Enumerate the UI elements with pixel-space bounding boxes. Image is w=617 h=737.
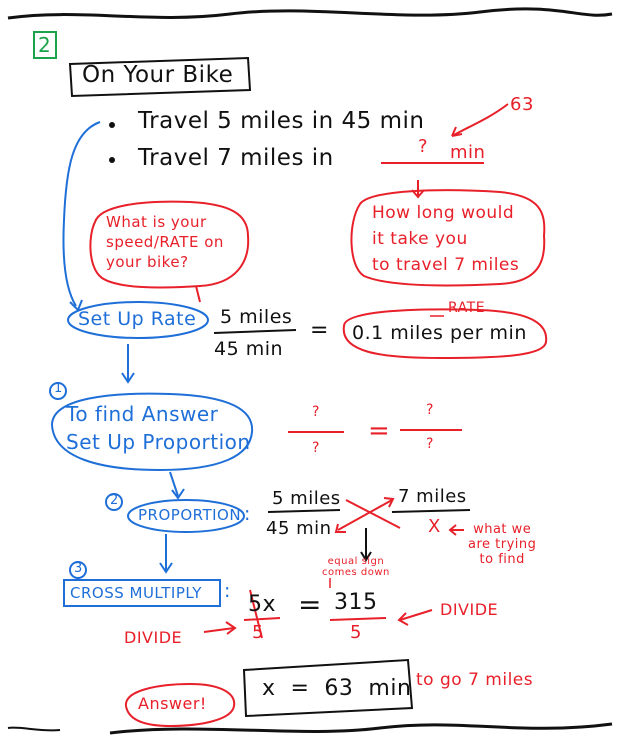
cross-right-num: 315 [334,590,378,615]
howlong-line: to travel 7 miles [372,255,520,275]
blank-question: ? [418,136,429,157]
prop-note: what we are trying to find [468,522,536,567]
step1-line: To find Answer [66,402,219,426]
step2-label: PROPORTION [138,506,242,524]
howlong-bubble: How long would it take you to travel 7 m… [372,200,519,278]
template-a: ? [312,404,320,420]
equal-note-line: equal sign [327,556,385,567]
template-c: ? [426,402,434,418]
prop-num-left: 5 miles [272,488,341,509]
rate-numerator: 5 miles [220,306,293,328]
howlong-bubble-shape [350,189,546,287]
cross-right-den: 5 [350,622,362,643]
cross-left-den: 5 [252,622,264,643]
answer-box [242,658,414,718]
prop-den-right: X [428,516,441,537]
step1-line: Set Up Proportion [66,430,251,454]
setuprate-oval [67,301,209,339]
prop-note-line: what we [473,522,532,537]
page-title: On Your Bike [82,62,234,88]
bullet-1: Travel 5 miles in 45 min [138,108,425,134]
question-line: What is your [106,213,207,231]
step1-number: 1 [54,381,63,396]
template-b: ? [312,440,320,456]
rate-equals: = [310,318,329,343]
question-bubble-shape [89,200,250,289]
rate-result: 0.1 miles per min [352,322,527,344]
problem-number: 2 [38,33,52,57]
answer-note: 63 [510,94,534,115]
template-d: ? [426,436,434,452]
prop-den-left: 45 min [266,518,332,539]
question-line: your bike? [106,253,189,271]
rate-denominator: 45 min [214,338,284,360]
step3-colon: : [224,580,231,602]
divide-right: DIVIDE [440,600,499,619]
rate-oval [342,308,548,360]
prop-note-line: to find [479,552,525,567]
answer-oval [125,682,236,728]
equal-note: equal sign comes down [322,556,390,578]
bullet-2: Travel 7 miles in [138,145,334,171]
prop-note-line: are trying [468,537,537,552]
equal-note-line: comes down [322,567,390,578]
cross-left-num: 5x [248,592,277,617]
divide-left: DIVIDE [124,628,183,647]
answer-value: x = 63 min [262,676,412,701]
step3-number: 3 [74,561,83,576]
step3-label: CROSS MULTIPLY [70,584,202,602]
blue-bracket [62,121,101,307]
step2-number: 2 [110,493,119,508]
blank-unit: min [450,142,486,163]
bottom-border [109,722,613,735]
prop-num-right: 7 miles [398,486,467,507]
set-up-rate-label: Set Up Rate [78,308,197,330]
question-line: speed/RATE on [106,233,224,251]
problem-number-box [33,31,57,59]
howlong-line: it take you [372,229,468,249]
title-box [68,56,252,98]
answer-label: Answer! [138,694,207,713]
step1-oval [50,392,254,472]
step3-box [63,579,221,607]
step2-colon: : [244,503,251,525]
top-border [7,7,613,20]
cross-equals: = [298,588,322,621]
howlong-line: How long would [372,203,515,223]
question-bubble: What is your speed/RATE on your bike? [106,212,224,272]
rate-label: RATE [448,300,486,316]
template-equals: = [368,416,391,446]
answer-suffix: to go 7 miles [416,670,534,690]
step1-text: To find Answer Set Up Proportion [66,400,251,456]
step2-oval [127,499,245,533]
